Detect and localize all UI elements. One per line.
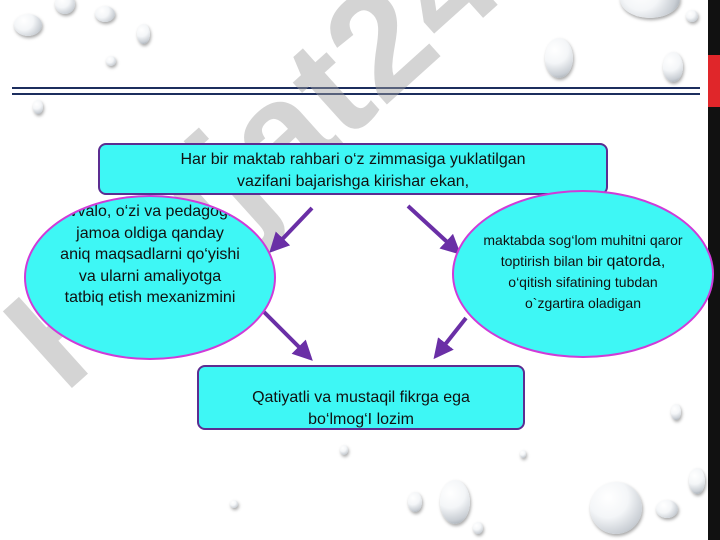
water-drop <box>545 38 573 78</box>
water-drop <box>686 10 698 22</box>
water-drop <box>33 100 43 114</box>
water-drop <box>689 468 705 494</box>
divider-line-bottom <box>12 93 700 95</box>
water-drop <box>408 492 422 512</box>
water-drop <box>473 522 483 534</box>
arrow-left-to-bottom <box>260 308 313 361</box>
water-drop <box>590 482 642 534</box>
water-drop <box>440 480 470 524</box>
water-drop <box>671 404 681 420</box>
top-statement-box: Har bir maktab rahbari o‘z zimmasiga yuk… <box>98 143 608 195</box>
water-drop <box>340 445 348 455</box>
water-drop <box>14 14 42 36</box>
water-drop <box>106 56 116 66</box>
left-goals-text: avvalo, o‘zi va pedagogik jamoa oldiga q… <box>60 203 240 306</box>
arrow-top-to-left <box>269 206 314 253</box>
right-edge-band <box>708 0 720 540</box>
water-drop <box>230 500 238 508</box>
arrow-top-to-right <box>406 204 461 255</box>
conclusion-box: Qatiyatli va mustaqil fikrga ega bo‘lmog… <box>197 365 525 430</box>
top-statement-line-2: vazifani bajarishga kirishar ekan, <box>236 173 470 190</box>
left-goals-ellipse: avvalo, o‘zi va pedagogik jamoa oldiga q… <box>24 195 276 360</box>
water-drop <box>656 500 678 518</box>
water-drop <box>95 6 115 22</box>
conclusion-line-1: Qatiyatli va mustaqil fikrga ega <box>252 389 470 406</box>
water-drop <box>55 0 75 14</box>
right-environment-text-3: o‘qitish sifatining tubdan o`zgartira ol… <box>508 274 658 311</box>
water-drop <box>663 52 683 82</box>
divider-line-top <box>12 87 700 89</box>
water-drop <box>137 24 150 44</box>
arrow-right-to-bottom <box>433 316 468 360</box>
right-environment-text-1: maktabda sog‘lom muhitni qaror toptirish… <box>483 232 683 269</box>
water-drop <box>520 450 526 458</box>
conclusion-line-2: bo‘lmog‘I lozim <box>308 411 414 428</box>
top-statement-line-1: Har bir maktab rahbari o‘z zimmasiga yuk… <box>180 151 526 168</box>
water-drop <box>620 0 680 18</box>
right-environment-ellipse: maktabda sog‘lom muhitni qaror toptirish… <box>452 190 714 358</box>
right-environment-text-2: qatorda, <box>606 252 666 270</box>
right-edge-red-accent <box>708 55 720 107</box>
